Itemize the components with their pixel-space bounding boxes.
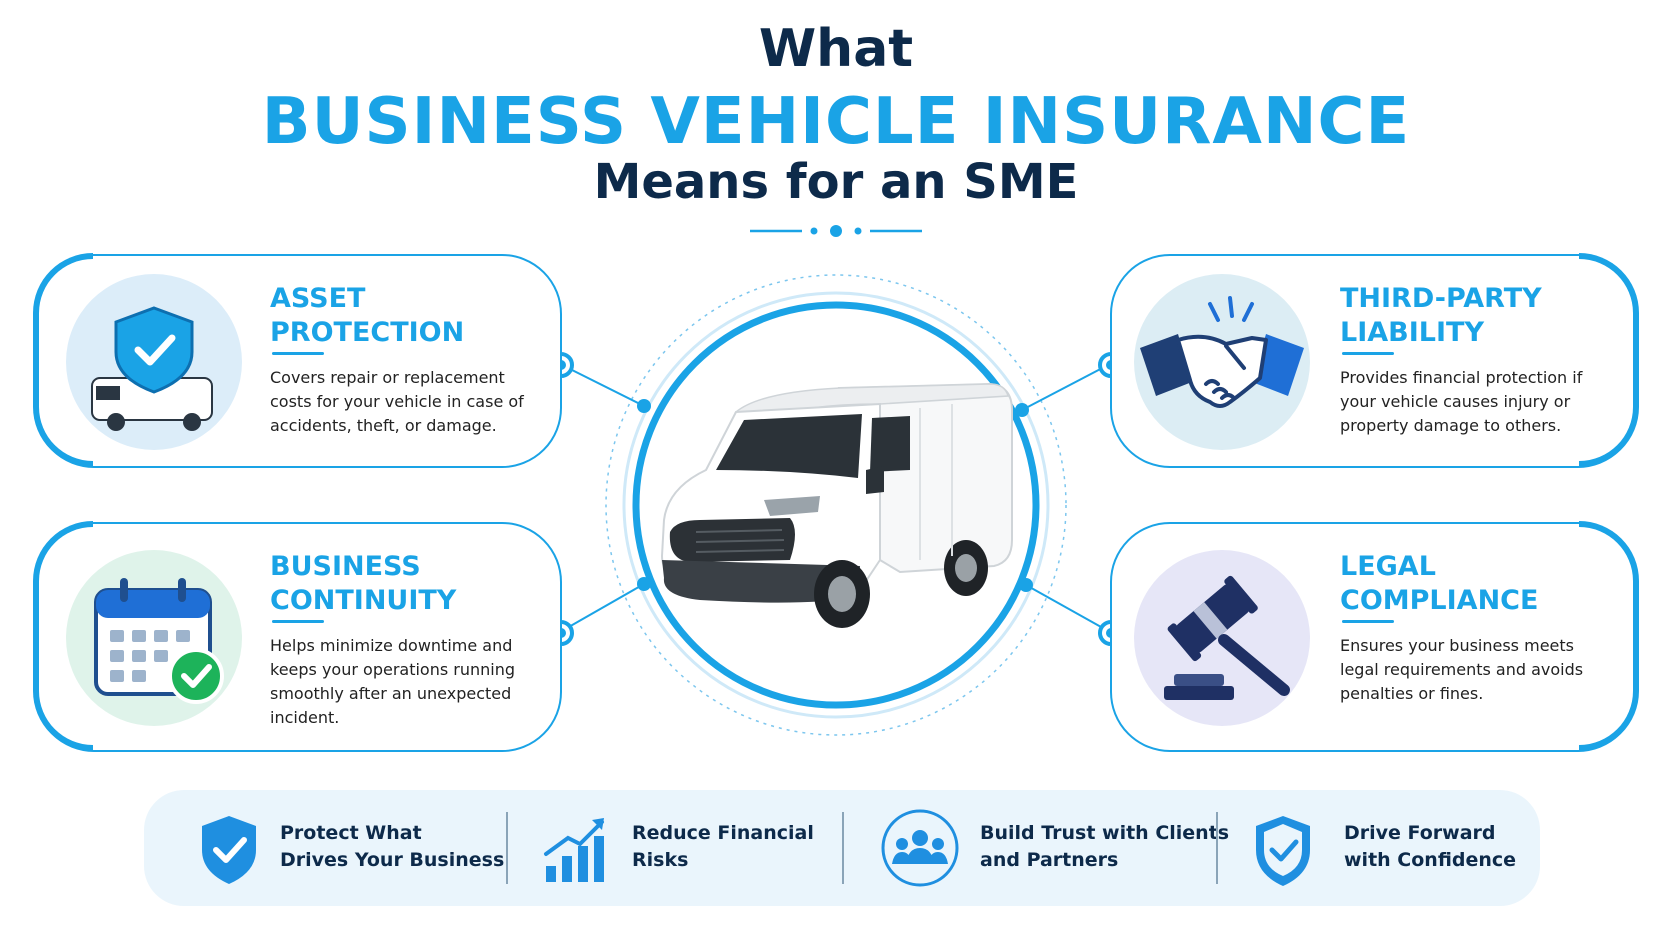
calendar-check-icon bbox=[66, 550, 242, 726]
card-description: Ensures your business meets legal requir… bbox=[1340, 636, 1584, 703]
shield-check-icon bbox=[202, 816, 256, 884]
shield-outline-check-icon bbox=[1256, 816, 1310, 886]
handshake-icon bbox=[1134, 274, 1310, 450]
shield-van-icon bbox=[66, 274, 242, 450]
people-icon bbox=[881, 809, 959, 887]
title-subtitle: Means for an SME bbox=[593, 154, 1079, 210]
circle-dot bbox=[637, 399, 651, 413]
title-what: What bbox=[758, 19, 914, 79]
van-illustration bbox=[660, 382, 1013, 628]
circle-dot bbox=[1015, 403, 1029, 417]
circle-dot bbox=[637, 577, 651, 591]
title-main: BUSINESS VEHICLE INSURANCE bbox=[261, 85, 1411, 159]
card-description: Helps minimize downtime and keeps your o… bbox=[270, 636, 516, 727]
gavel-icon bbox=[1134, 550, 1310, 726]
card-description: Provides financial protection if your ve… bbox=[1340, 368, 1583, 435]
circle-dot bbox=[1019, 578, 1033, 592]
card-description: Covers repair or replacement costs for y… bbox=[270, 368, 524, 435]
growth-chart-icon bbox=[544, 818, 604, 882]
